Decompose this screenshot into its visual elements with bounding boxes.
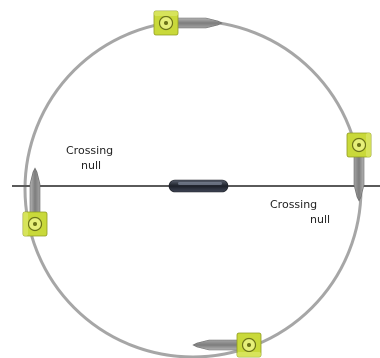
- crossing-null-label-right-line1: Crossing: [270, 198, 317, 211]
- magnet-bar: [169, 180, 228, 192]
- crossing-null-label-left-line2: null: [81, 159, 101, 172]
- crossing-null-label-left-line1: Crossing: [66, 144, 113, 157]
- sensor-top: [154, 11, 222, 35]
- sensor-right: [347, 133, 371, 201]
- crossing-null-label-right-line2: null: [310, 213, 330, 226]
